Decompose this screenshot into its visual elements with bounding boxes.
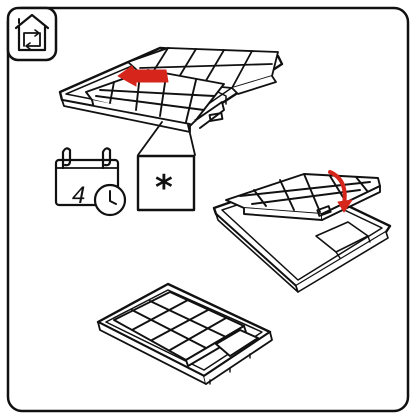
insert-arrow-icon	[117, 65, 169, 87]
calendar-clock-icon	[54, 147, 127, 217]
top-filter-assembly	[58, 46, 284, 133]
outer-frame	[6, 6, 410, 413]
maintenance-symbol-box	[136, 154, 196, 212]
lift-arrow-icon	[328, 170, 353, 213]
home-recirculation-icon	[6, 6, 58, 62]
callout-lines	[137, 121, 196, 156]
middle-filter-assembly	[212, 173, 392, 293]
calendar-day-number: 4	[72, 182, 85, 209]
maintenance-symbol: *	[155, 168, 173, 208]
bottom-filter-assembly	[96, 282, 273, 385]
